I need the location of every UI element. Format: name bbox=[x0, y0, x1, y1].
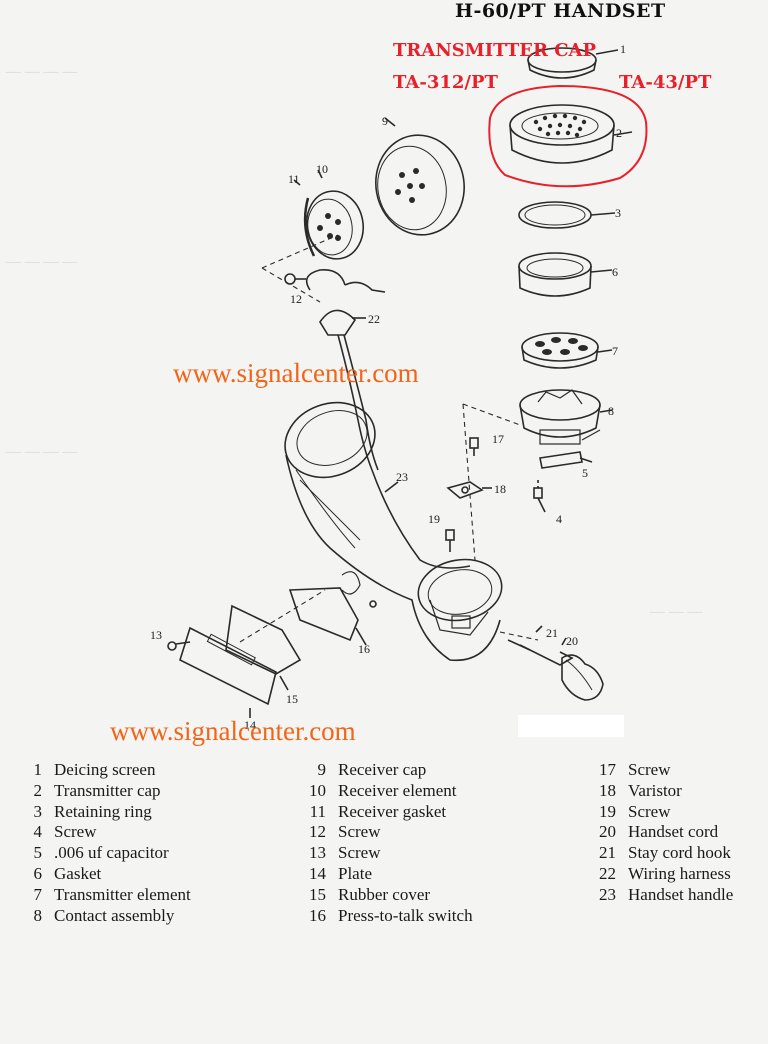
receiver-element-part bbox=[306, 169, 364, 260]
stay-cord-hook-part bbox=[507, 625, 543, 651]
screw-part-4 bbox=[533, 480, 546, 513]
callout-20: 20 bbox=[566, 634, 578, 648]
callout-22: 22 bbox=[368, 312, 380, 326]
handset-handle-part bbox=[284, 401, 503, 662]
callout-5: 5 bbox=[582, 466, 588, 480]
callout-7: 7 bbox=[612, 344, 618, 358]
capacitor-part bbox=[539, 451, 593, 469]
varistor-part bbox=[446, 481, 492, 499]
screw-part-13 bbox=[167, 641, 191, 651]
legend-item: 5.006 uf capacitor bbox=[33, 843, 169, 863]
transmitter-cap-part bbox=[488, 84, 648, 188]
ta-312-annotation: TA-312/PT bbox=[393, 72, 498, 93]
callout-9: 9 bbox=[382, 114, 388, 128]
callout-16: 16 bbox=[358, 642, 370, 656]
watermark-upper: www.signalcenter.com bbox=[173, 358, 419, 388]
callout-4: 4 bbox=[556, 512, 562, 526]
callout-19: 19 bbox=[428, 512, 440, 526]
callout-14: 14 bbox=[244, 718, 256, 732]
rubber-cover-part bbox=[225, 604, 302, 691]
ta-43-annotation: TA-43/PT bbox=[619, 72, 712, 93]
callout-3: 3 bbox=[615, 206, 621, 220]
callout-8: 8 bbox=[608, 404, 614, 418]
callout-23: 23 bbox=[396, 470, 408, 484]
callout-17: 17 bbox=[492, 432, 504, 446]
press-to-talk-switch-part bbox=[288, 571, 377, 646]
callout-6: 6 bbox=[612, 265, 618, 279]
assembly-leader-lines bbox=[239, 234, 539, 643]
callout-21: 21 bbox=[546, 626, 558, 640]
callout-11: 11 bbox=[288, 172, 300, 186]
contact-assembly-part bbox=[519, 389, 613, 445]
gasket-part bbox=[518, 252, 613, 297]
callout-2: 2 bbox=[616, 126, 622, 140]
watermark-lower: www.signalcenter.com bbox=[110, 716, 356, 746]
transmitter-cap-annotation: TRANSMITTER CAP bbox=[393, 40, 597, 61]
receiver-cap-part bbox=[375, 117, 465, 236]
retaining-ring-part bbox=[518, 201, 616, 229]
callout-12: 12 bbox=[290, 292, 302, 306]
handset-cord-part bbox=[519, 637, 604, 701]
screw-part-17 bbox=[469, 437, 479, 456]
diagram-title: H-60/PT HANDSET bbox=[455, 0, 666, 22]
callout-15: 15 bbox=[286, 692, 298, 706]
screw-part-19 bbox=[445, 529, 455, 552]
callout-13: 13 bbox=[150, 628, 162, 642]
transmitter-element-part bbox=[521, 332, 613, 369]
screw-part-12 bbox=[284, 273, 306, 285]
callout-10: 10 bbox=[316, 162, 328, 176]
callout-18: 18 bbox=[494, 482, 506, 496]
plate-part bbox=[179, 626, 277, 718]
deicing-screen-part bbox=[527, 47, 619, 79]
receiver-gasket-part bbox=[293, 179, 316, 257]
callout-1: 1 bbox=[620, 42, 626, 56]
